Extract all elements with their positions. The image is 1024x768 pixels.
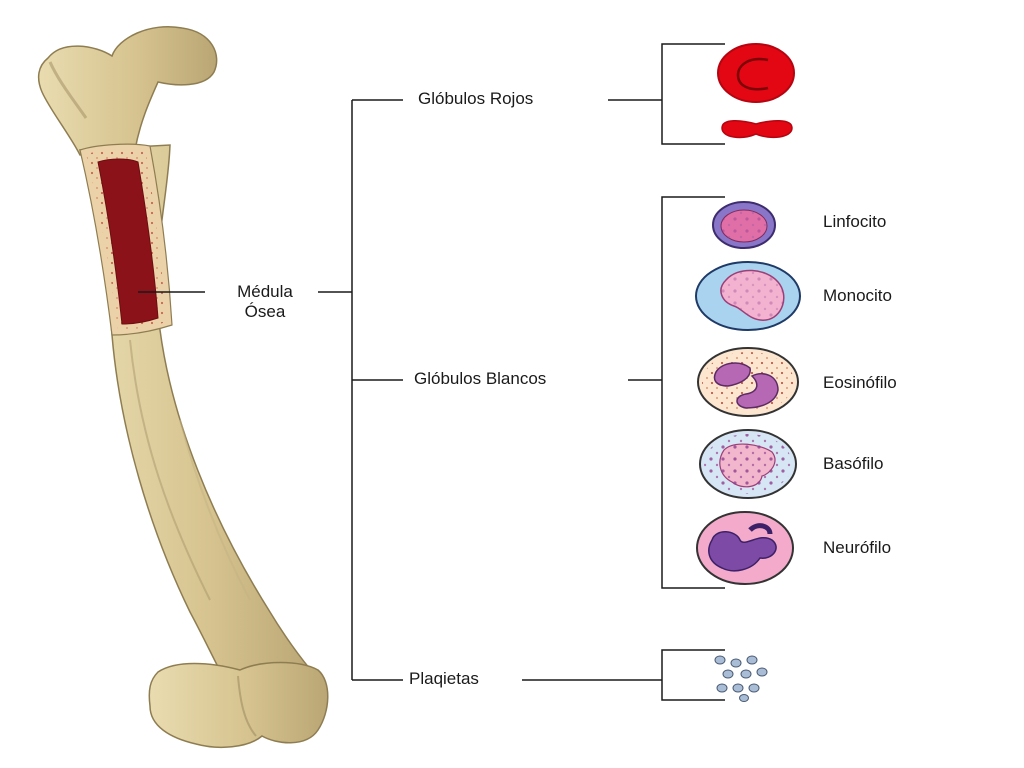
platelets-label: Plaqietas (409, 669, 479, 688)
eosinophil-icon (697, 347, 799, 417)
monocyte-icon (695, 261, 801, 331)
marrow-label-line2: Ósea (244, 301, 286, 321)
lymphocyte-icon (712, 201, 776, 249)
marrow-label: Médula Ósea (210, 282, 320, 321)
platelets-icon (714, 655, 768, 702)
red-blood-cell-side-icon (721, 120, 793, 139)
basophil-icon (699, 429, 797, 499)
monocyte-label: Monocito (823, 286, 892, 305)
marrow-label-line1: Médula (237, 282, 293, 301)
connector-lines (138, 43, 725, 701)
neutrophil-label: Neurófilo (823, 538, 892, 557)
white-cells-label: Glóbulos Blancos (414, 369, 547, 388)
red-cells-label: Glóbulos Rojos (418, 89, 534, 108)
red-blood-cell-icon (717, 43, 795, 103)
eosinophil-label: Eosinófilo (823, 373, 897, 392)
lymphocyte-label: Linfocito (823, 212, 887, 231)
basophil-label: Basófilo (823, 454, 884, 473)
neutrophil-icon (696, 511, 794, 585)
femur-bone-illustration (37, 26, 329, 749)
